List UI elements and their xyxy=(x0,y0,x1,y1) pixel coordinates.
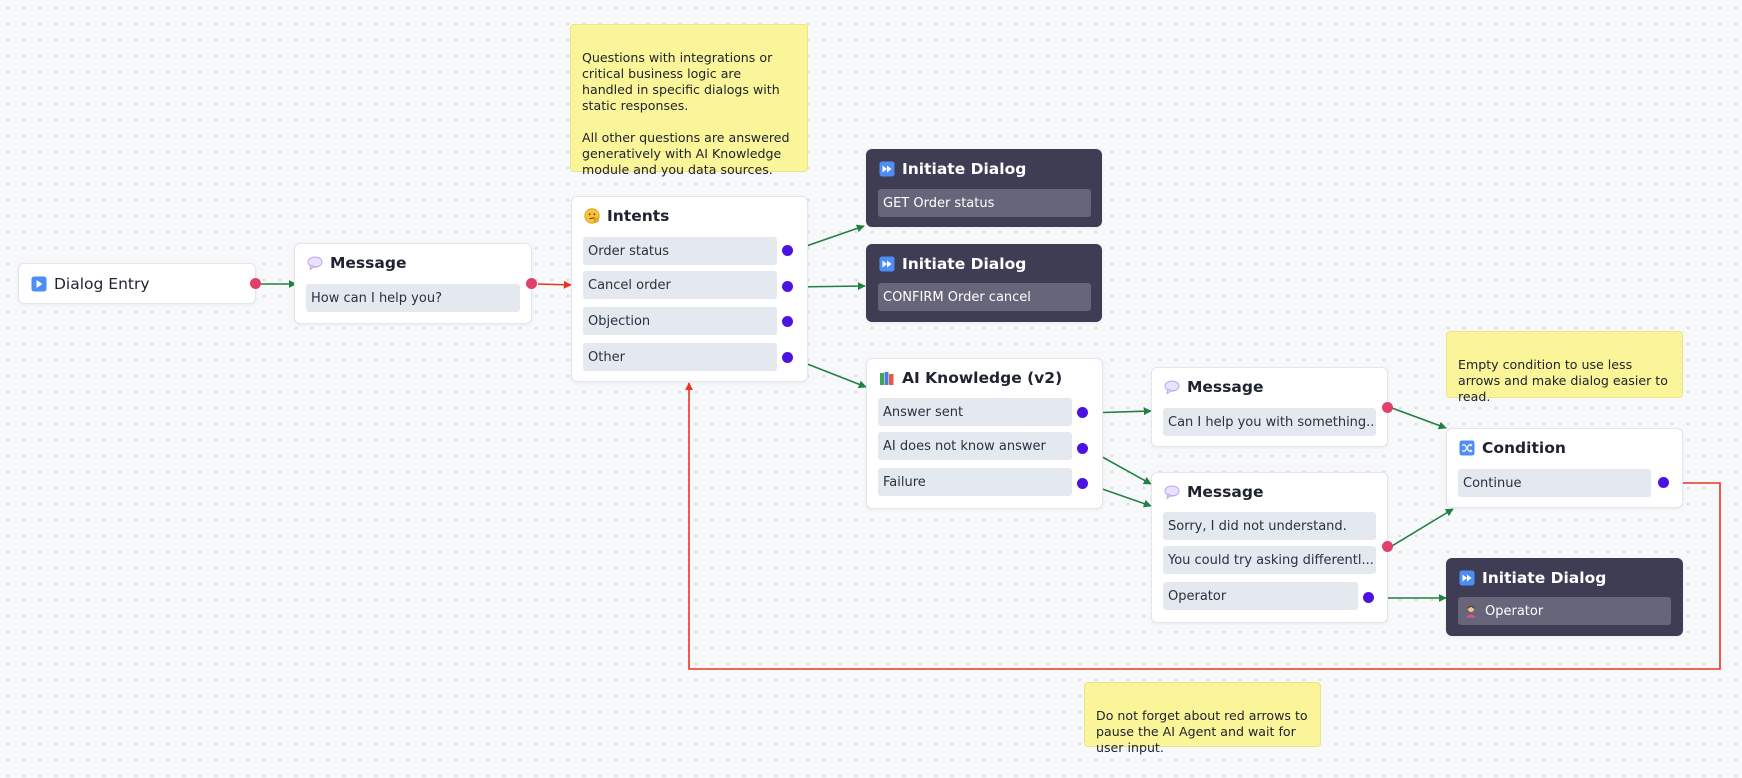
note-text: Do not forget about red arrows to pause … xyxy=(1096,708,1308,755)
condition-row-continue[interactable]: Continue xyxy=(1458,469,1651,497)
fast-forward-icon xyxy=(879,161,895,177)
dialog-entry-output-port[interactable] xyxy=(250,278,261,289)
message-text-row[interactable]: Sorry, I did not understand. xyxy=(1163,512,1376,540)
dialog-entry-node[interactable]: Dialog Entry xyxy=(18,263,256,304)
speech-bubble-icon xyxy=(307,255,323,271)
operator-output-port[interactable] xyxy=(1363,592,1374,603)
initiate-dialog-target-row[interactable]: Operator xyxy=(1458,597,1671,625)
play-icon xyxy=(31,276,47,292)
node-title: Condition xyxy=(1482,439,1566,457)
intent-output-port-other[interactable] xyxy=(782,352,793,363)
intent-row-cancel-order[interactable]: Cancel order xyxy=(583,271,777,299)
node-title: Intents xyxy=(607,207,670,225)
message-output-port[interactable] xyxy=(1382,402,1393,413)
intents-node[interactable]: Intents Order status Cancel order Object… xyxy=(571,196,808,382)
intent-output-port-objection[interactable] xyxy=(782,316,793,327)
initiate-dialog-target-row[interactable]: CONFIRM Order cancel xyxy=(878,283,1091,311)
message-node[interactable]: Message Can I help you with something... xyxy=(1151,367,1388,447)
ai-knowledge-row-does-not-know[interactable]: AI does not know answer xyxy=(878,432,1072,460)
operator-person-icon xyxy=(1463,603,1479,619)
message-text-row[interactable]: You could try asking differentl... xyxy=(1163,546,1376,574)
edge-message-to-intents xyxy=(537,280,572,289)
sticky-note[interactable]: Empty condition to use less arrows and m… xyxy=(1446,331,1683,404)
intent-output-port-cancel-order[interactable] xyxy=(782,281,793,292)
edge-message-to-condition-top xyxy=(1391,407,1447,430)
note-text: Empty condition to use less arrows and m… xyxy=(1458,357,1668,404)
shuffle-icon xyxy=(1459,440,1475,456)
condition-output-port-continue[interactable] xyxy=(1658,477,1669,488)
message-node[interactable]: Message How can I help you? xyxy=(294,243,532,324)
intent-output-port-order-status[interactable] xyxy=(782,245,793,256)
message-output-port[interactable] xyxy=(526,278,537,289)
sticky-note[interactable]: Do not forget about red arrows to pause … xyxy=(1084,682,1321,755)
message-text-row[interactable]: How can I help you? xyxy=(306,284,520,312)
message-node[interactable]: Message Sorry, I did not understand. You… xyxy=(1151,472,1388,623)
message-text-row[interactable]: Can I help you with something... xyxy=(1163,408,1376,436)
ai-knowledge-output-port-does-not-know[interactable] xyxy=(1077,443,1088,454)
node-title: Initiate Dialog xyxy=(902,255,1027,273)
intent-row-other[interactable]: Other xyxy=(583,343,777,371)
fast-forward-icon xyxy=(1459,570,1475,586)
initiate-dialog-node[interactable]: Initiate Dialog GET Order status xyxy=(866,149,1102,227)
initiate-dialog-node[interactable]: Initiate Dialog Operator xyxy=(1446,558,1683,636)
node-title: Message xyxy=(330,254,407,272)
node-title: Dialog Entry xyxy=(54,274,150,293)
books-icon xyxy=(879,370,895,386)
condition-node[interactable]: Condition Continue xyxy=(1446,428,1683,508)
node-title: Initiate Dialog xyxy=(902,160,1027,178)
initiate-dialog-node[interactable]: Initiate Dialog CONFIRM Order cancel xyxy=(866,244,1102,322)
fast-forward-icon xyxy=(879,256,895,272)
ai-knowledge-output-port-failure[interactable] xyxy=(1077,478,1088,489)
ai-knowledge-output-port-answer-sent[interactable] xyxy=(1077,407,1088,418)
sticky-note[interactable]: Questions with integrations or critical … xyxy=(570,24,808,177)
message-quick-reply-operator[interactable]: Operator xyxy=(1163,582,1358,610)
intent-row-order-status[interactable]: Order status xyxy=(583,237,777,265)
ai-knowledge-row-failure[interactable]: Failure xyxy=(878,468,1072,496)
intent-row-objection[interactable]: Objection xyxy=(583,307,777,335)
speech-bubble-icon xyxy=(1164,484,1180,500)
node-title: AI Knowledge (v2) xyxy=(902,369,1063,387)
note-text: Questions with integrations or critical … xyxy=(582,50,790,177)
thinking-face-icon xyxy=(584,208,600,224)
initiate-dialog-target-row[interactable]: GET Order status xyxy=(878,189,1091,217)
ai-knowledge-node[interactable]: AI Knowledge (v2) Answer sent AI does no… xyxy=(866,358,1103,509)
message-output-port[interactable] xyxy=(1382,541,1393,552)
edge-message-to-condition-bottom xyxy=(1391,508,1454,547)
node-title: Initiate Dialog xyxy=(1482,569,1607,587)
node-title: Message xyxy=(1187,378,1264,396)
node-title: Message xyxy=(1187,483,1264,501)
ai-knowledge-row-answer-sent[interactable]: Answer sent xyxy=(878,398,1072,426)
speech-bubble-icon xyxy=(1164,379,1180,395)
